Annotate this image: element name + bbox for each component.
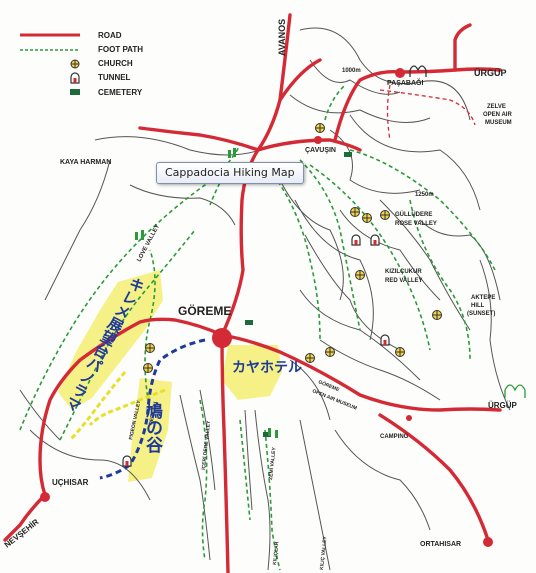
uchisar-marker: [40, 492, 50, 502]
tunnel-icon: [351, 234, 361, 246]
legend-tunnel-icon: [70, 72, 80, 84]
label-zelve-1: ZELVE: [487, 104, 506, 110]
legend-cemetery-label: CEMETERY: [98, 88, 143, 97]
label-elev-1250: 1250m: [415, 192, 434, 198]
label-urgup-top: ÜRGÜP: [474, 68, 507, 78]
church-icon: [362, 213, 372, 223]
tunnel-icons: [122, 234, 390, 467]
label-camping: CAMPING: [380, 434, 409, 440]
camping-marker: [406, 415, 412, 421]
yellow-route: [88, 388, 166, 427]
label-kaya-harman: KAYA HARMAN: [60, 159, 111, 166]
label-elev-1000: 1000m: [342, 68, 361, 74]
label-love-valley: LOVE VALLEY: [136, 224, 161, 263]
label-gulludere-1: GÜLLÜDERE: [395, 211, 432, 218]
annotation-pigeon: 鳩の谷: [142, 401, 163, 454]
camel-icons: [409, 65, 526, 398]
legend-church-label: CHURCH: [98, 59, 133, 68]
church-icon: [305, 353, 315, 363]
ortahisar-marker: [483, 537, 493, 547]
label-goreme: GÖREME: [178, 303, 231, 318]
map-title-tooltip: Cappadocia Hiking Map: [156, 162, 304, 184]
label-ortahisar: ORTAHISAR: [420, 541, 461, 548]
church-icon: [395, 347, 405, 357]
label-gulludere-2: ROSE VALLEY: [395, 221, 437, 227]
cemetery-icon: [344, 152, 352, 157]
label-zelve-3: MUSEUM: [485, 120, 512, 126]
legend-cemetery-icon: [70, 89, 80, 95]
label-aktepe-2: HILL: [471, 303, 485, 309]
cavusin-marker: [314, 136, 322, 144]
church-icons: [143, 123, 442, 373]
legend: ROAD FOOT PATH CHURCH TUNNEL CEMETERY: [20, 31, 143, 97]
label-kizilcukur-2: RED VALLEY: [385, 278, 423, 284]
legend-church-icon: [70, 59, 80, 69]
church-icon: [143, 363, 153, 373]
tunnel-icon: [370, 234, 380, 246]
church-icon: [145, 343, 155, 353]
label-urgup-right: ÜRGÜP: [488, 401, 518, 410]
label-avanos: AVANOS: [277, 19, 287, 56]
label-aktepe-1: AKTEPE: [471, 295, 495, 301]
label-cavusin: ÇAVUŞIN: [305, 147, 336, 154]
legend-foot-path-label: FOOT PATH: [98, 45, 143, 54]
church-icon: [355, 270, 365, 280]
contour-lines: [19, 27, 511, 571]
label-zelve-2: OPEN AIR: [483, 112, 512, 118]
tunnel-icon: [380, 334, 390, 346]
cemetery-icon: [263, 432, 271, 437]
label-uchisar: UÇHISAR: [52, 478, 89, 487]
label-dericeli: DERICELI: [148, 401, 159, 426]
church-icon: [350, 207, 360, 217]
church-icon: [432, 310, 442, 320]
annotation-panorama: キレメ展望台パノラマ: [62, 274, 148, 415]
label-icerli-dere: İÇERİ DERE VALLEY: [200, 420, 212, 470]
town-markers: [40, 68, 493, 547]
place-labels: AVANOS ÜRGÜP PAŞABAĞI 1000m ZELVE OPEN A…: [3, 19, 518, 570]
label-aktepe-3: (SUNSET): [467, 311, 495, 317]
church-icon: [325, 347, 335, 357]
label-kizilcukur-1: KIZILÇUKUR: [385, 269, 422, 275]
japanese-annotations: キレメ展望台パノラマ カヤホテル 鳩の谷: [62, 274, 302, 454]
label-kilic-valley: KILIÇ VALLEY: [319, 535, 329, 570]
blue-route: [99, 338, 206, 480]
church-icon: [380, 210, 390, 220]
dashed-road: [379, 89, 476, 126]
church-icon: [315, 123, 325, 133]
label-kilicalan: KILIÇLAR: [272, 541, 280, 565]
annotation-kaya-hotel-1: カヤホテル: [232, 360, 302, 376]
pasabagi-marker: [395, 68, 405, 78]
valley-tree-icons: [135, 148, 278, 438]
legend-tunnel-label: TUNNEL: [98, 73, 131, 82]
roads: [3, 13, 502, 573]
goreme-marker: [212, 328, 232, 348]
tunnel-icon: [122, 455, 132, 467]
label-pasabagi: PAŞABAĞI: [387, 78, 423, 87]
cemetery-icons: [245, 152, 352, 437]
cemetery-icon: [245, 320, 253, 325]
legend-road-label: ROAD: [98, 31, 122, 40]
label-zemi-valley: ZEMİ VALLEY: [267, 446, 277, 480]
